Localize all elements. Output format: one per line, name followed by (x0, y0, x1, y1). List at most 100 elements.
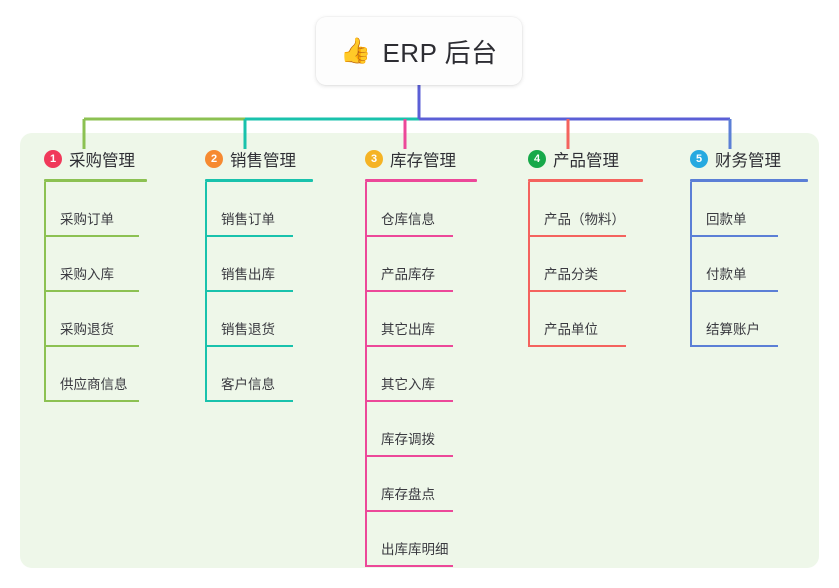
branch-number-badge: 2 (205, 150, 223, 168)
item-connector-spine (205, 182, 207, 237)
list-item[interactable]: 供应商信息 (44, 347, 147, 402)
item-underline (365, 510, 453, 512)
item-connector-spine (365, 457, 367, 512)
item-label: 销售出库 (221, 267, 275, 282)
item-label: 产品库存 (381, 267, 435, 282)
item-connector-spine (690, 237, 692, 292)
list-item[interactable]: 仓库信息 (365, 182, 477, 237)
item-connector-spine (365, 237, 367, 292)
item-underline (528, 345, 626, 347)
list-item[interactable]: 产品（物料） (528, 182, 643, 237)
list-item[interactable]: 回款单 (690, 182, 808, 237)
list-item[interactable]: 其它入库 (365, 347, 477, 402)
item-underline (528, 290, 626, 292)
branch-header-5[interactable]: 5 财务管理 (690, 146, 808, 172)
item-label: 产品单位 (544, 322, 598, 337)
list-item[interactable]: 销售退货 (205, 292, 313, 347)
branch-column-5: 5 财务管理回款单付款单结算账户 (690, 146, 808, 347)
item-connector-spine (44, 182, 46, 237)
branch-item-list: 产品（物料）产品分类产品单位 (528, 182, 643, 347)
item-label: 销售退货 (221, 322, 275, 337)
branch-title: 财务管理 (715, 152, 781, 170)
branch-column-3: 3 库存管理仓库信息产品库存其它出库其它入库库存调拨库存盘点出库库明细 (365, 146, 477, 567)
branch-title: 销售管理 (230, 152, 296, 170)
root-node[interactable]: 👍 ERP 后台 (316, 17, 522, 85)
item-underline (365, 345, 453, 347)
item-underline (205, 345, 293, 347)
branch-item-list: 仓库信息产品库存其它出库其它入库库存调拨库存盘点出库库明细 (365, 182, 477, 567)
branch-number-badge: 3 (365, 150, 383, 168)
item-connector-spine (365, 347, 367, 402)
branch-header-3[interactable]: 3 库存管理 (365, 146, 477, 172)
branch-underline (365, 179, 477, 182)
item-connector-spine (528, 292, 530, 347)
item-underline (528, 235, 626, 237)
item-underline (365, 565, 453, 567)
item-underline (44, 345, 139, 347)
list-item[interactable]: 产品单位 (528, 292, 643, 347)
diagram-panel (20, 133, 819, 568)
list-item[interactable]: 其它出库 (365, 292, 477, 347)
item-underline (44, 290, 139, 292)
list-item[interactable]: 采购退货 (44, 292, 147, 347)
item-underline (205, 290, 293, 292)
item-connector-spine (44, 347, 46, 402)
item-underline (365, 235, 453, 237)
branch-number-badge: 4 (528, 150, 546, 168)
item-label: 仓库信息 (381, 212, 435, 227)
item-connector-spine (690, 182, 692, 237)
list-item[interactable]: 库存盘点 (365, 457, 477, 512)
item-label: 付款单 (706, 267, 747, 282)
item-underline (205, 400, 293, 402)
item-underline (205, 235, 293, 237)
branch-number-badge: 5 (690, 150, 708, 168)
item-connector-spine (365, 292, 367, 347)
branch-underline (528, 179, 643, 182)
list-item[interactable]: 库存调拨 (365, 402, 477, 457)
item-underline (365, 290, 453, 292)
item-underline (690, 345, 778, 347)
item-label: 出库库明细 (381, 542, 449, 557)
root-node-title: ERP 后台 (382, 37, 498, 68)
item-label: 其它入库 (381, 377, 435, 392)
item-connector-spine (365, 402, 367, 457)
list-item[interactable]: 产品分类 (528, 237, 643, 292)
item-connector-spine (528, 182, 530, 237)
item-underline (44, 400, 139, 402)
branch-item-list: 销售订单销售出库销售退货客户信息 (205, 182, 313, 402)
item-label: 库存盘点 (381, 487, 435, 502)
item-connector-spine (690, 292, 692, 347)
item-connector-spine (44, 237, 46, 292)
branch-underline (205, 179, 313, 182)
branch-underline (690, 179, 808, 182)
item-label: 采购订单 (60, 212, 114, 227)
item-label: 客户信息 (221, 377, 275, 392)
list-item[interactable]: 客户信息 (205, 347, 313, 402)
item-label: 采购退货 (60, 322, 114, 337)
branch-item-list: 采购订单采购入库采购退货供应商信息 (44, 182, 147, 402)
item-label: 供应商信息 (60, 377, 128, 392)
thumbs-up-icon: 👍 (340, 36, 372, 65)
branch-header-2[interactable]: 2 销售管理 (205, 146, 313, 172)
list-item[interactable]: 采购入库 (44, 237, 147, 292)
item-label: 销售订单 (221, 212, 275, 227)
list-item[interactable]: 出库库明细 (365, 512, 477, 567)
list-item[interactable]: 产品库存 (365, 237, 477, 292)
list-item[interactable]: 采购订单 (44, 182, 147, 237)
list-item[interactable]: 付款单 (690, 237, 808, 292)
list-item[interactable]: 销售出库 (205, 237, 313, 292)
item-underline (365, 455, 453, 457)
item-underline (690, 235, 778, 237)
item-underline (365, 400, 453, 402)
item-label: 结算账户 (706, 322, 760, 337)
branch-title: 库存管理 (390, 152, 456, 170)
branch-number-badge: 1 (44, 150, 62, 168)
list-item[interactable]: 销售订单 (205, 182, 313, 237)
list-item[interactable]: 结算账户 (690, 292, 808, 347)
